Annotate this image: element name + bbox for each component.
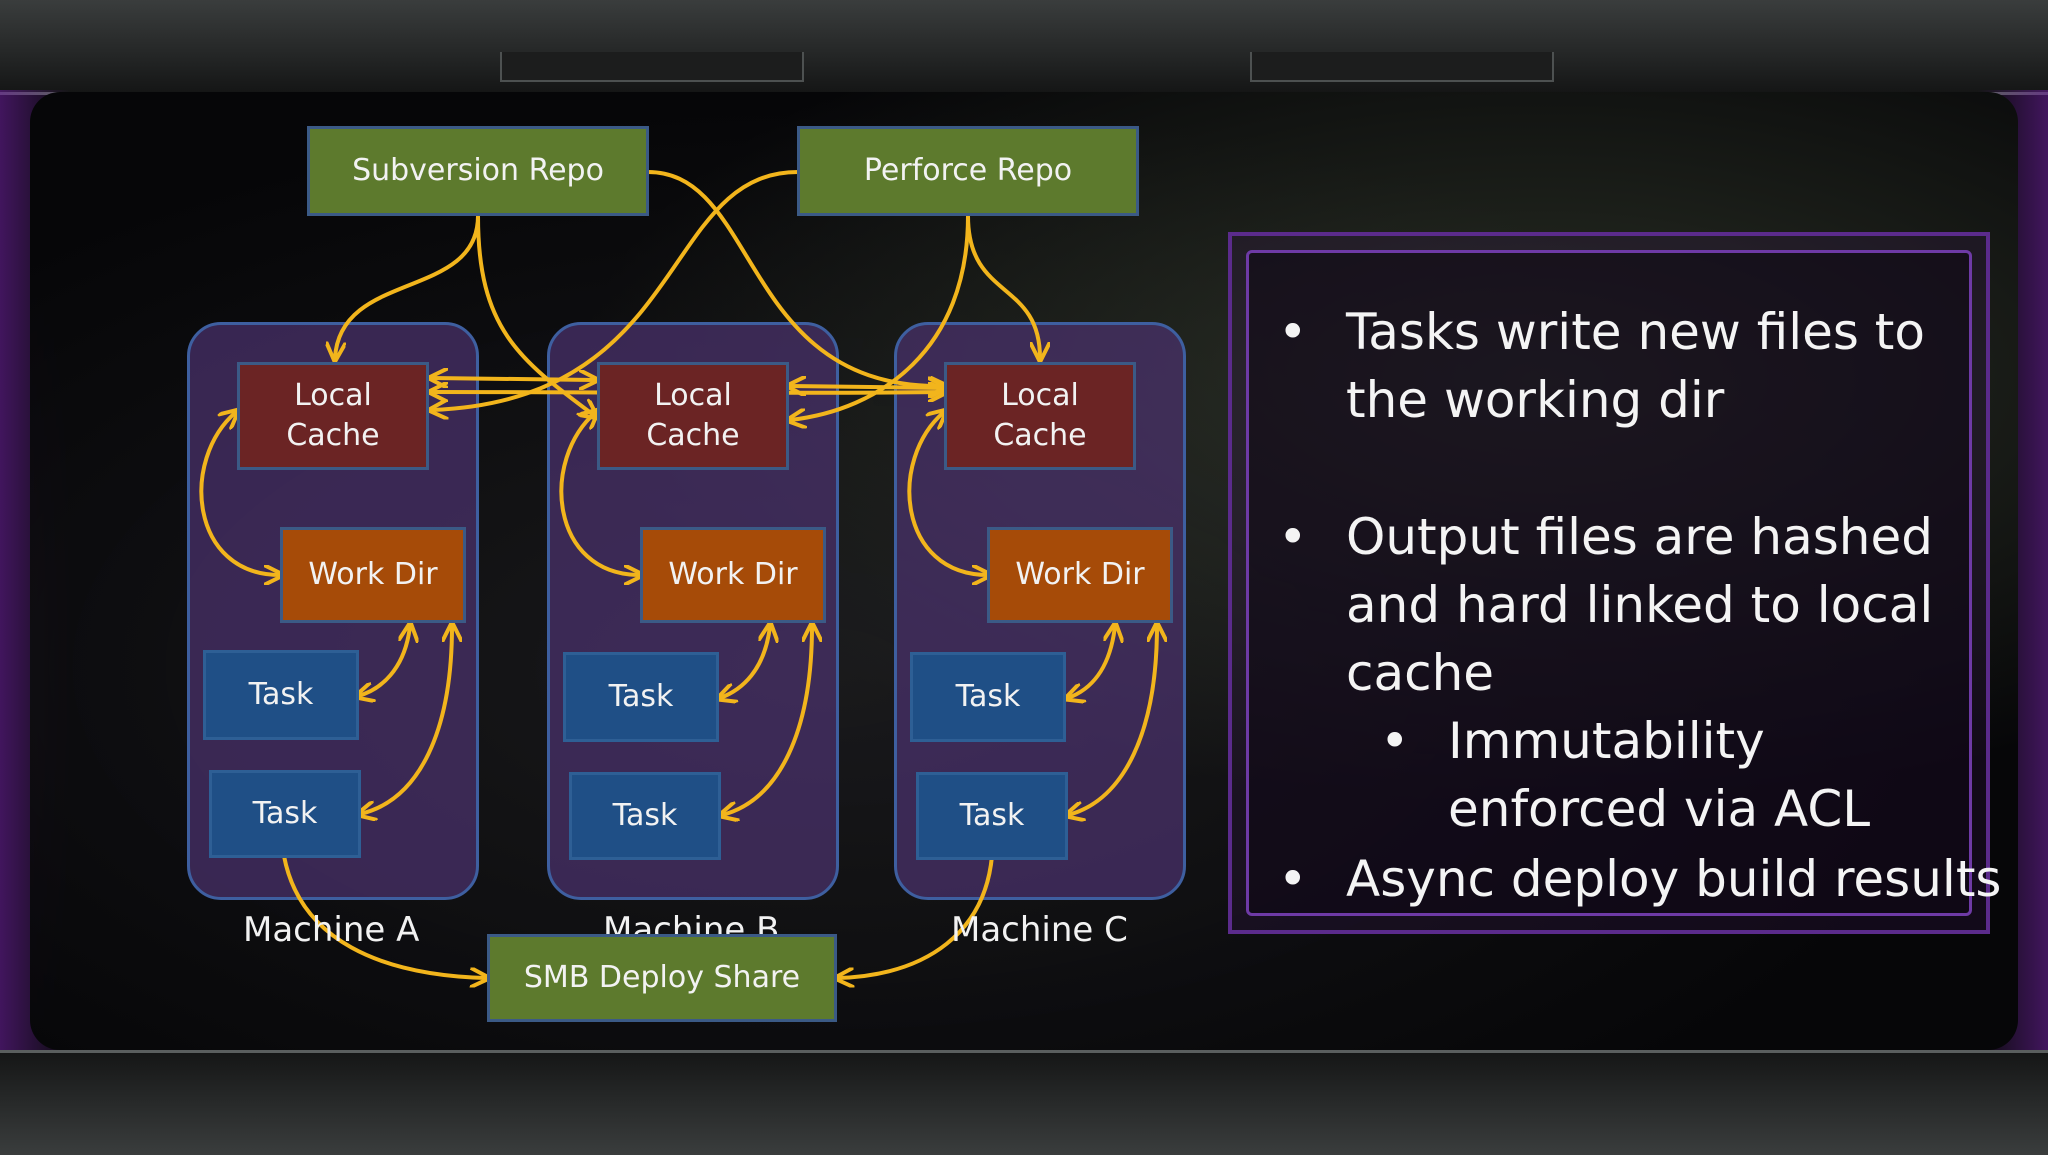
arrow-task-c-deploy	[838, 855, 994, 978]
work-dir-c: Work Dir	[987, 527, 1173, 623]
arrow-svn-cache-c	[647, 170, 944, 386]
sub-bullet-item: • Immutability enforced via ACL	[1380, 707, 1980, 857]
bullet-panel-inner	[1246, 250, 1972, 916]
bullet-marker: •	[1380, 712, 1410, 770]
arrow-svn-cache-a	[335, 215, 480, 358]
arrow-workdir-task1-b	[720, 626, 770, 698]
arrow-task-a-deploy	[282, 855, 486, 978]
work-dir-a: Work Dir	[280, 527, 466, 623]
frame-notch	[500, 52, 804, 82]
bullet-panel	[1228, 232, 1990, 934]
frame-notch	[1250, 52, 1554, 82]
arrow-p4-cache-c	[966, 215, 1040, 358]
arrow-cache-b-c	[790, 386, 944, 388]
local-cache-a: Local Cache	[237, 362, 429, 470]
bullet-item: • Output files are hashed and hard linke…	[1278, 503, 1978, 723]
task-a-1: Task	[203, 650, 359, 740]
arrow-svn-cache-b	[476, 215, 595, 416]
arrow-p4-cache-b	[790, 215, 970, 420]
bullet-marker: •	[1278, 850, 1308, 908]
work-dir-b: Work Dir	[640, 527, 826, 623]
task-b-1: Task	[563, 652, 719, 742]
arrow-cache-a-b	[432, 378, 595, 380]
arrow-workdir-task2-c	[1068, 626, 1157, 815]
task-b-2: Task	[569, 772, 721, 860]
bullet-text: Tasks write new files to the working dir	[1346, 303, 1925, 429]
task-c-1: Task	[910, 652, 1066, 742]
bullet-marker: •	[1278, 303, 1308, 361]
arrow-cache-workdir-c	[907, 412, 988, 575]
machine-c-label: Machine C	[951, 910, 1128, 950]
arrow-cache-workdir-b	[559, 412, 640, 575]
bullet-marker: •	[1278, 508, 1308, 566]
bullet-text: Output files are hashed and hard linked …	[1346, 508, 1934, 702]
subversion-repo-box: Subversion Repo	[307, 126, 649, 216]
machine-a-label: Machine A	[243, 910, 420, 950]
bullet-text: Immutability enforced via ACL	[1448, 712, 1871, 838]
bullet-item: • Async deploy build results	[1278, 845, 2002, 925]
bullet-text: Async deploy build results	[1346, 850, 2002, 908]
smb-deploy-share-box: SMB Deploy Share	[487, 934, 837, 1022]
local-cache-c: Local Cache	[944, 362, 1136, 470]
arrow-workdir-task2-b	[722, 626, 812, 815]
local-cache-b: Local Cache	[597, 362, 789, 470]
top-frame	[0, 0, 2048, 95]
task-c-2: Task	[916, 772, 1068, 860]
perforce-repo-box: Perforce Repo	[797, 126, 1139, 216]
arrow-workdir-task1-a	[358, 626, 410, 696]
bottom-frame	[0, 1050, 2048, 1155]
task-a-2: Task	[209, 770, 361, 858]
arrow-workdir-task2-a	[360, 626, 452, 814]
bullet-item: • Tasks write new files to the working d…	[1278, 298, 1978, 448]
arrow-cache-workdir-a	[199, 412, 280, 575]
arrow-workdir-task1-c	[1068, 626, 1115, 698]
